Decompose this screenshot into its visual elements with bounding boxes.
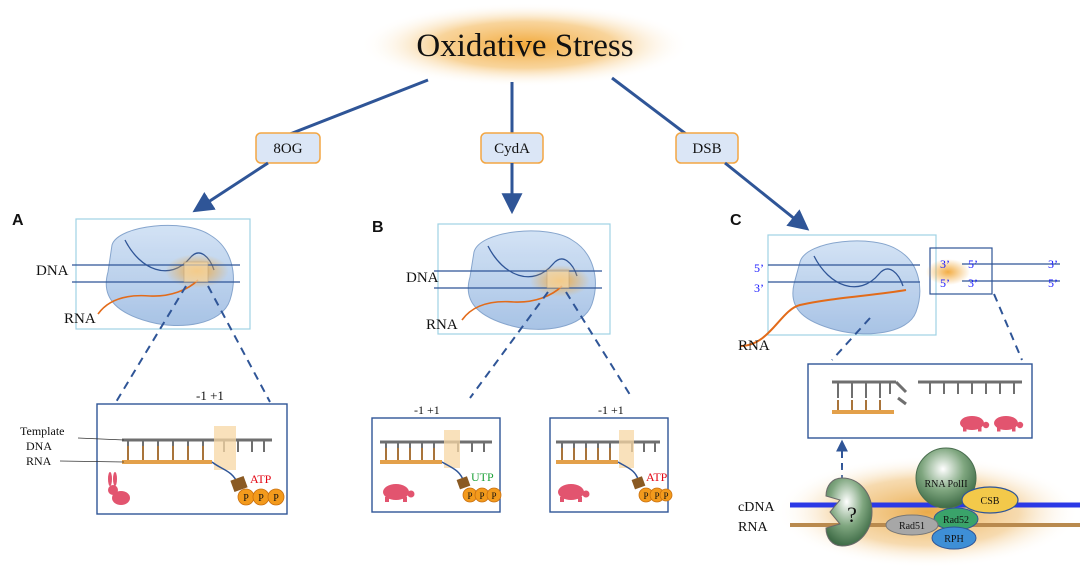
- panel-c-csb: CSB: [981, 496, 1000, 507]
- panel-b-detail-left: P P P UTP: [371, 417, 502, 513]
- panel-c-left-3: 3’: [754, 281, 764, 295]
- panel-b-polymerase: [434, 223, 611, 335]
- panel-c-detail: [807, 363, 1033, 439]
- lesion-box-cyda: CydA: [480, 132, 544, 164]
- title-text: Oxidative Stress: [416, 28, 633, 64]
- panel-b-left-p3: P: [491, 491, 496, 501]
- rabbit-icon: [108, 472, 130, 505]
- panel-a-zoom-right: [207, 285, 271, 403]
- panel-b-zoom-right: [565, 291, 633, 399]
- panel-a-p2: P: [258, 493, 264, 504]
- panel-a-dna-label: DNA: [36, 263, 69, 279]
- panel-a-zoom-left: [115, 285, 187, 403]
- panel-a-rna-label: RNA: [64, 311, 96, 327]
- panel-a-template-label: Template: [20, 424, 64, 438]
- panel-a-p1: P: [243, 493, 249, 504]
- panel-a-template-rna: RNA: [26, 454, 52, 468]
- panel-b-zoom-left: [469, 291, 549, 399]
- panel-b-right-p3: P: [663, 491, 668, 501]
- panel-b-rna-label: RNA: [426, 317, 458, 333]
- arrow-title-to-8og: [289, 78, 429, 136]
- lesion-box-8og: 8OG: [255, 132, 321, 164]
- title-glow: [360, 3, 690, 87]
- panel-b-right-p1: P: [643, 491, 648, 501]
- panel-b-left-positions: -1 +1: [414, 403, 440, 417]
- panel-letter-a: A: [12, 212, 24, 229]
- panel-c-question: ?: [847, 502, 857, 527]
- panel-b-left-p2: P: [479, 491, 484, 501]
- panel-c-break-3-top: 3’: [940, 257, 950, 271]
- arrow-title-to-dsb: [611, 76, 687, 136]
- panel-c-polymerase: [739, 234, 937, 347]
- panel-c-cdna-label: cDNA: [738, 500, 775, 515]
- panel-c-break-3-bottom: 3’: [968, 276, 978, 290]
- panel-c-zoom-right: [993, 293, 1023, 361]
- panel-b-detail-right: P P P ATP: [549, 417, 673, 513]
- panel-c-pol: RNA PolII: [924, 479, 967, 490]
- panel-b-left-p1: P: [467, 491, 472, 501]
- panel-a-polymerase: [72, 218, 251, 330]
- panel-b-left-ntp: UTP: [471, 470, 494, 484]
- panel-c-break: [926, 247, 1060, 295]
- panel-a-positions: -1 +1: [196, 388, 224, 403]
- panel-c-rad52: Rad52: [943, 515, 969, 526]
- panel-letter-c: C: [730, 212, 742, 229]
- panel-b-right-ntp: ATP: [646, 470, 668, 484]
- panel-c-repair-complex: ? RNA PolII CSB Rad52 Rad51 RPH: [776, 447, 1080, 568]
- panel-a-template-dna: DNA: [26, 439, 52, 453]
- panel-c-rph: RPH: [944, 534, 963, 545]
- panel-b-right-p2: P: [654, 491, 659, 501]
- arrow-dsb-to-panel-c: [724, 161, 810, 231]
- panel-c-rna-label: RNA: [738, 338, 770, 354]
- turtle-icon: [994, 416, 1024, 432]
- lesion-box-dsb: DSB: [675, 132, 739, 164]
- panel-b-right-positions: -1 +1: [598, 403, 624, 417]
- panel-a-p3: P: [273, 493, 279, 504]
- lesion-label-8og: 8OG: [273, 141, 302, 157]
- lesion-label-dsb: DSB: [692, 141, 721, 157]
- title-group: Oxidative Stress: [360, 3, 690, 87]
- turtle-icon: [558, 484, 590, 502]
- panel-c-end-5: 5’: [1048, 276, 1058, 290]
- turtle-icon: [960, 416, 990, 432]
- panel-a-detail: P P P ATP: [96, 403, 288, 515]
- panel-c-rna-bottom-label: RNA: [738, 520, 768, 535]
- panel-letter-b: B: [372, 219, 384, 236]
- panel-a-ntp: ATP: [250, 472, 272, 486]
- panel-c-break-5-bottom: 5’: [940, 276, 950, 290]
- panel-c-zoom-left: [831, 317, 871, 361]
- turtle-icon: [383, 484, 415, 502]
- arrow-8og-to-panel-a: [192, 161, 269, 213]
- panel-c-end-3: 3’: [1048, 257, 1058, 271]
- panel-c-break-5-top: 5’: [968, 257, 978, 271]
- panel-b-dna-label: DNA: [406, 270, 439, 286]
- lesion-label-cyda: CydA: [494, 141, 530, 157]
- panel-c-rad51: Rad51: [899, 521, 925, 532]
- panel-c-left-5: 5’: [754, 261, 764, 275]
